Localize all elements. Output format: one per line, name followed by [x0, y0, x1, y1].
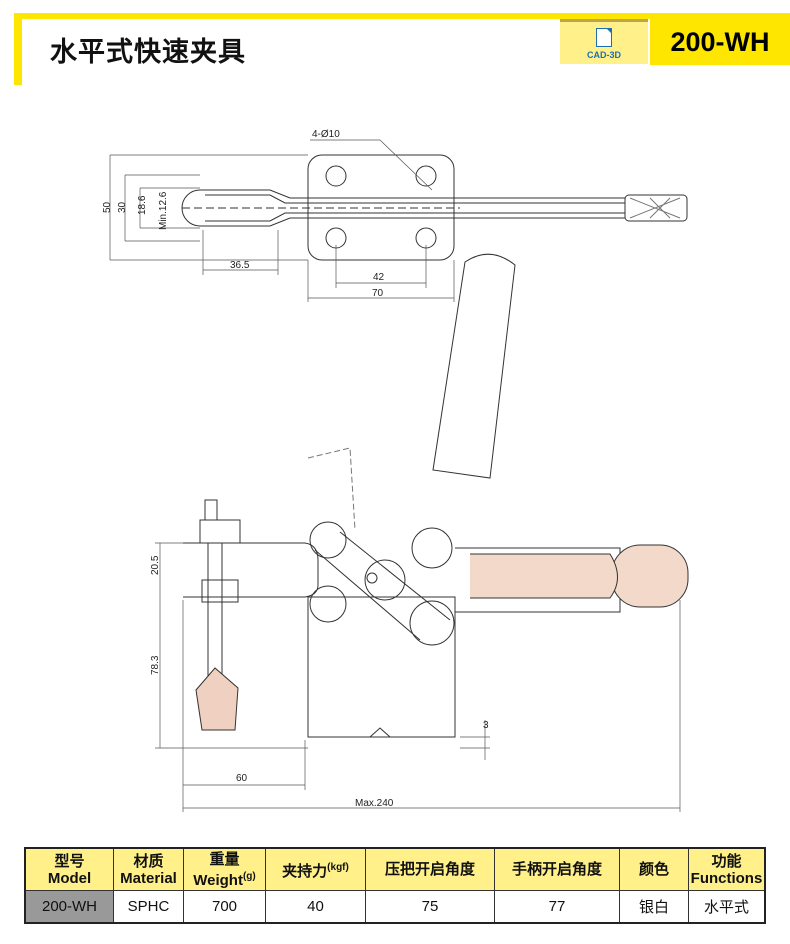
- top-view: [181, 154, 688, 261]
- table-row: 200-WH SPHC 700 40 75 77 银白 水平式: [24, 890, 766, 924]
- side-dimensions: [155, 542, 681, 812]
- cell-force: 40: [265, 890, 366, 924]
- page-title: 水平式快速夹具: [50, 37, 246, 67]
- col-weight: 重量 Weight(g): [183, 847, 266, 891]
- dim-3: 3: [483, 720, 489, 731]
- col-color: 颜色: [619, 847, 689, 891]
- cad-3d-label: CAD-3D: [586, 50, 621, 60]
- header-cn: 重量: [209, 850, 240, 868]
- dim-min-12-6: Min.12.6: [158, 191, 169, 230]
- header-cn: 型号: [54, 852, 85, 870]
- header-en: Material: [120, 869, 177, 887]
- col-handle-angle: 手柄开启角度: [494, 847, 620, 891]
- header-cn: 功能: [711, 852, 742, 870]
- header-unit: (g): [242, 870, 256, 882]
- dim-30: 30: [117, 201, 128, 213]
- dim-36-5: 36.5: [230, 260, 250, 271]
- technical-drawing: 4-Ø10 50 30 18.6 Min.12.6 36.5 42 70 20.…: [102, 129, 689, 812]
- cell-weight: 700: [183, 890, 266, 924]
- cell-bar-angle: 75: [365, 890, 495, 924]
- dim-18-6: 18.6: [137, 195, 148, 215]
- top-dimensions: [109, 139, 455, 302]
- cell-color: 银白: [619, 890, 689, 924]
- col-force: 夹持力(kgf): [265, 847, 366, 891]
- dim-hole: 4-Ø10: [312, 129, 340, 140]
- dim-50: 50: [102, 201, 113, 213]
- model-badge: 200-WH: [650, 19, 790, 65]
- header-cn: 夹持力: [282, 863, 328, 880]
- cell-functions: 水平式: [688, 890, 766, 924]
- cad-3d-button[interactable]: CAD-3D: [560, 19, 648, 64]
- document-icon: [596, 28, 612, 47]
- dim-60: 60: [236, 773, 248, 784]
- side-view: [183, 253, 689, 738]
- col-bar-angle: 压把开启角度: [365, 847, 495, 891]
- cell-model: 200-WH: [24, 890, 114, 924]
- dim-70: 70: [372, 288, 384, 299]
- header-en: Weight: [193, 871, 243, 889]
- header-cn: 材质: [133, 852, 164, 870]
- header-unit: (kgf): [327, 862, 349, 873]
- dim-max-240: Max.240: [355, 798, 394, 809]
- dim-20-5: 20.5: [150, 555, 161, 575]
- dim-42: 42: [373, 272, 385, 283]
- header-en: Model: [47, 869, 92, 887]
- header-en: Functions: [690, 869, 763, 887]
- dim-78-3: 78.3: [150, 655, 161, 675]
- cell-material: SPHC: [113, 890, 184, 924]
- cell-handle-angle: 77: [494, 890, 620, 924]
